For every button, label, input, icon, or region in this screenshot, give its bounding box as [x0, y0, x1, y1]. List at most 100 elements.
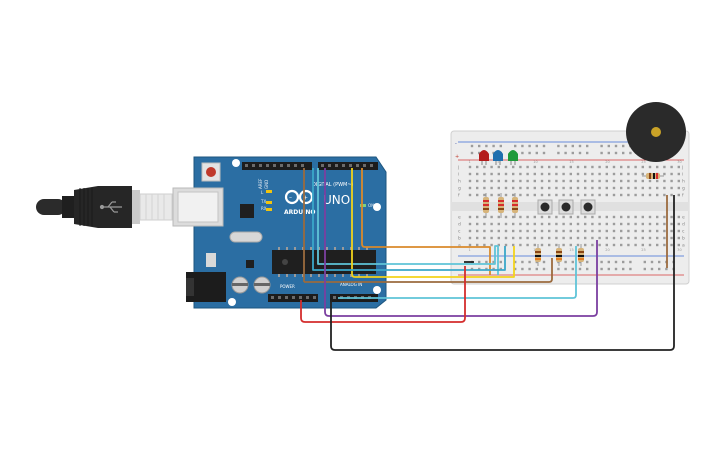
breadboard-hole: [569, 186, 572, 190]
usb-chip: [240, 204, 254, 218]
resistor[interactable]: [642, 173, 664, 179]
breadboard-hole: [670, 243, 673, 247]
led-red[interactable]: [479, 150, 489, 165]
breadboard-hole: [514, 144, 517, 148]
breadboard-hole: [591, 222, 594, 226]
breadboard-hole: [490, 243, 493, 247]
breadboard-hole: [591, 179, 594, 183]
wire-yellow[interactable]: [351, 168, 515, 278]
breadboard-hole: [620, 236, 623, 240]
breadboard-hole: [533, 193, 536, 197]
breadboard-hole: [564, 260, 567, 264]
breadboard-hole: [584, 215, 587, 219]
resistor[interactable]: [535, 244, 541, 266]
breadboard-hole: [627, 179, 630, 183]
breadboard-hole: [586, 260, 589, 264]
breadboard-hole: [555, 165, 558, 169]
breadboard-hole: [519, 179, 522, 183]
breadboard-hole: [677, 243, 680, 247]
breadboard-hole: [670, 193, 673, 197]
row-letter: e: [458, 216, 461, 221]
breadboard-hole: [540, 215, 544, 219]
breadboard-hole: [607, 260, 610, 264]
led-green[interactable]: [508, 150, 518, 165]
header-top-right: [318, 162, 378, 170]
resistor[interactable]: [556, 244, 562, 266]
breadboard-hole: [483, 222, 486, 226]
breadboard-hole: [576, 186, 580, 190]
leds: [479, 150, 518, 165]
breadboard-hole: [526, 236, 529, 240]
breadboard-hole: [648, 243, 652, 247]
breadboard-hole: [627, 165, 630, 169]
breadboard-hole: [663, 193, 666, 197]
svg-text:+: +: [303, 195, 308, 202]
wire-teal-short[interactable]: [312, 168, 506, 271]
breadboard-hole: [643, 260, 646, 264]
breadboard-hole: [607, 267, 610, 271]
breadboard-hole: [569, 236, 572, 240]
breadboard-hole: [634, 165, 637, 169]
push-button[interactable]: [558, 199, 574, 215]
breadboard-hole: [620, 229, 623, 233]
breadboard-hole: [528, 144, 531, 148]
breadboard-hole: [562, 172, 565, 176]
led-l: [266, 190, 272, 193]
breadboard-hole: [670, 186, 673, 190]
piezo-buzzer[interactable]: [626, 102, 686, 162]
breadboard-hole: [499, 267, 502, 271]
wire-orange[interactable]: [361, 168, 491, 275]
resistor[interactable]: [498, 193, 504, 218]
breadboard-hole: [504, 193, 508, 197]
wire-black[interactable]: [330, 195, 675, 351]
breadboard-hole: [490, 193, 493, 197]
breadboard-hole: [483, 243, 486, 247]
column-number: 15: [569, 248, 573, 252]
header-top-left: [242, 162, 312, 170]
breadboard-hole: [584, 243, 587, 247]
wire-purple[interactable]: [324, 168, 598, 317]
breadboard-hole: [612, 179, 616, 183]
push-button[interactable]: [537, 199, 553, 215]
breadboard-hole: [584, 186, 587, 190]
breadboard-hole: [540, 243, 544, 247]
breadboard-hole: [540, 179, 544, 183]
breadboard-hole: [612, 186, 616, 190]
breadboard-hole: [600, 151, 603, 155]
breadboard-hole: [468, 222, 472, 226]
brand-label: ARDUINO: [284, 209, 315, 216]
breadboard-hole: [483, 179, 486, 183]
row-letter: a: [458, 244, 461, 249]
breadboard-hole: [512, 193, 515, 197]
breadboard-hole: [605, 193, 608, 197]
breadboard-hole: [670, 229, 673, 233]
label-l: L: [261, 190, 264, 195]
arduino-board[interactable]: AREF GND DIGITAL (PWM~) TX RX L ON – + A…: [172, 156, 387, 309]
breadboard-hole: [641, 222, 644, 226]
breadboard-hole: [627, 236, 630, 240]
wire-red[interactable]: [300, 266, 466, 323]
resistor[interactable]: [512, 193, 518, 218]
breadboard-hole: [656, 243, 659, 247]
resistor[interactable]: [578, 244, 584, 266]
breadboard-hole: [620, 165, 623, 169]
push-button[interactable]: [580, 199, 596, 215]
breadboard-hole: [533, 222, 536, 226]
wire-brown[interactable]: [304, 258, 553, 283]
breadboard-hole: [641, 215, 644, 219]
led-blue[interactable]: [493, 150, 503, 165]
breadboard-hole: [564, 267, 567, 271]
breadboard-hole: [620, 222, 623, 226]
breadboard-hole: [677, 165, 680, 169]
row-letter: c: [682, 230, 685, 235]
wire-cyan-bottom[interactable]: [338, 246, 577, 299]
wire-cyan-top[interactable]: [317, 168, 499, 275]
breadboard-hole: [614, 151, 618, 155]
reset-button-cap[interactable]: [206, 167, 216, 177]
breadboard-hole: [512, 222, 515, 226]
resistor[interactable]: [483, 193, 489, 218]
breadboard-hole: [677, 179, 680, 183]
breadboard-hole: [526, 172, 529, 176]
breadboard-hole: [519, 172, 522, 176]
